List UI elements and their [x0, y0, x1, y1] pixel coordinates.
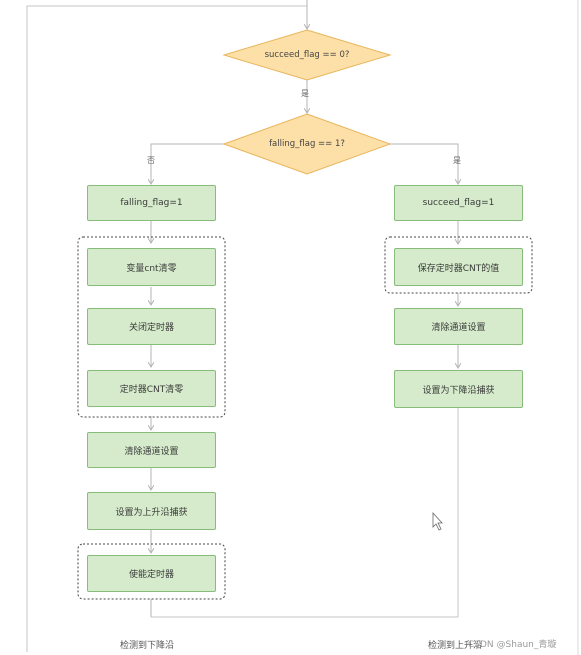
edge-d2-left — [151, 143, 224, 184]
step-box-right-3: 清除通道设置 — [394, 308, 523, 345]
loop-line-right — [151, 408, 459, 618]
decision-diamond-2 — [222, 113, 392, 175]
watermark-text: CSDN @Shaun_青璇 — [468, 640, 557, 650]
step-box-left-4: 定时器CNT清零 — [87, 370, 216, 407]
step-box-right-2: 保存定时器CNT的值 — [394, 248, 523, 286]
edge-d2-right — [390, 143, 458, 184]
group-frame-right-1 — [384, 236, 533, 294]
decision-label-2: falling_flag == 1? — [269, 139, 345, 149]
edge-label-d1-yes: 是 — [301, 89, 309, 98]
step-box-left-7: 使能定时器 — [87, 555, 216, 592]
step-box-left-1: falling_flag=1 — [87, 185, 216, 221]
step-box-left-5: 清除通道设置 — [87, 432, 216, 468]
bottom-text-left: 检测到下降沿 — [120, 641, 175, 651]
edge-label-d2-no: 否 — [147, 156, 155, 165]
step-box-left-6: 设置为上升沿捕获 — [87, 492, 216, 530]
bottom-text-right: 检测到上升沿 — [428, 641, 483, 651]
cursor-arrow-icon — [432, 511, 443, 531]
group-frame-left-2 — [77, 543, 226, 600]
decision-label-1: succeed_flag == 0? — [264, 50, 350, 60]
step-box-left-3: 关闭定时器 — [87, 308, 216, 345]
edge-label-d2-yes: 是 — [453, 156, 461, 165]
step-box-right-4: 设置为下降沿捕获 — [394, 370, 523, 408]
step-box-right-1: succeed_flag=1 — [394, 185, 523, 221]
step-box-left-2: 变量cnt清零 — [87, 248, 216, 286]
group-frame-left-1 — [77, 236, 226, 418]
